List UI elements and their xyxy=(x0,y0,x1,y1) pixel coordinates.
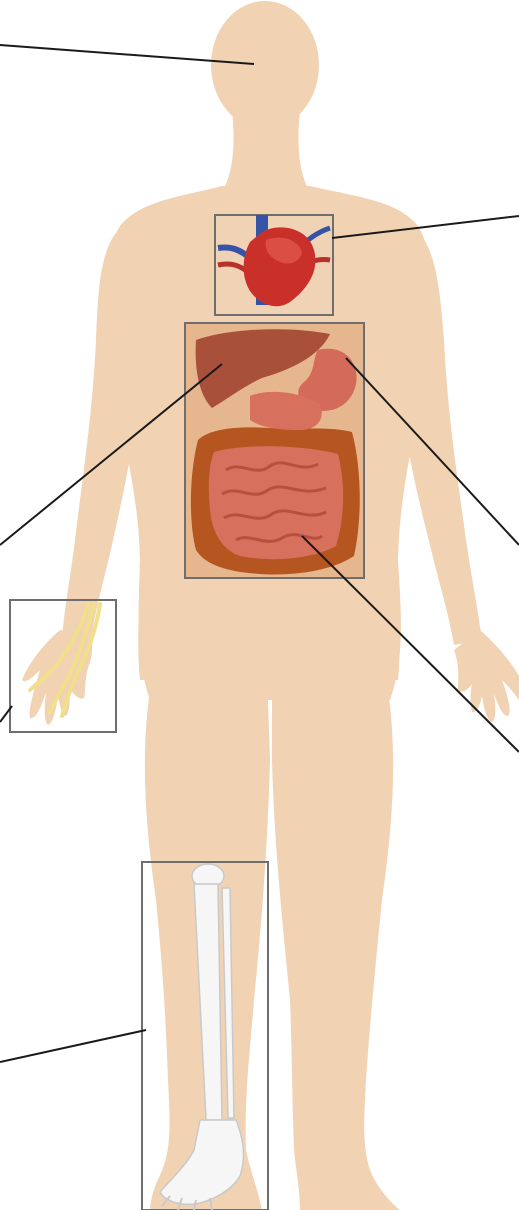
abdomen-inset xyxy=(185,323,364,578)
head xyxy=(211,1,319,129)
bone-leader-line xyxy=(0,1030,146,1062)
body-silhouette xyxy=(22,1,519,1210)
heart-inset xyxy=(215,215,333,315)
right-hand xyxy=(454,630,519,722)
neck xyxy=(222,110,310,192)
right-leg xyxy=(272,690,400,1210)
pelvis xyxy=(139,560,401,700)
